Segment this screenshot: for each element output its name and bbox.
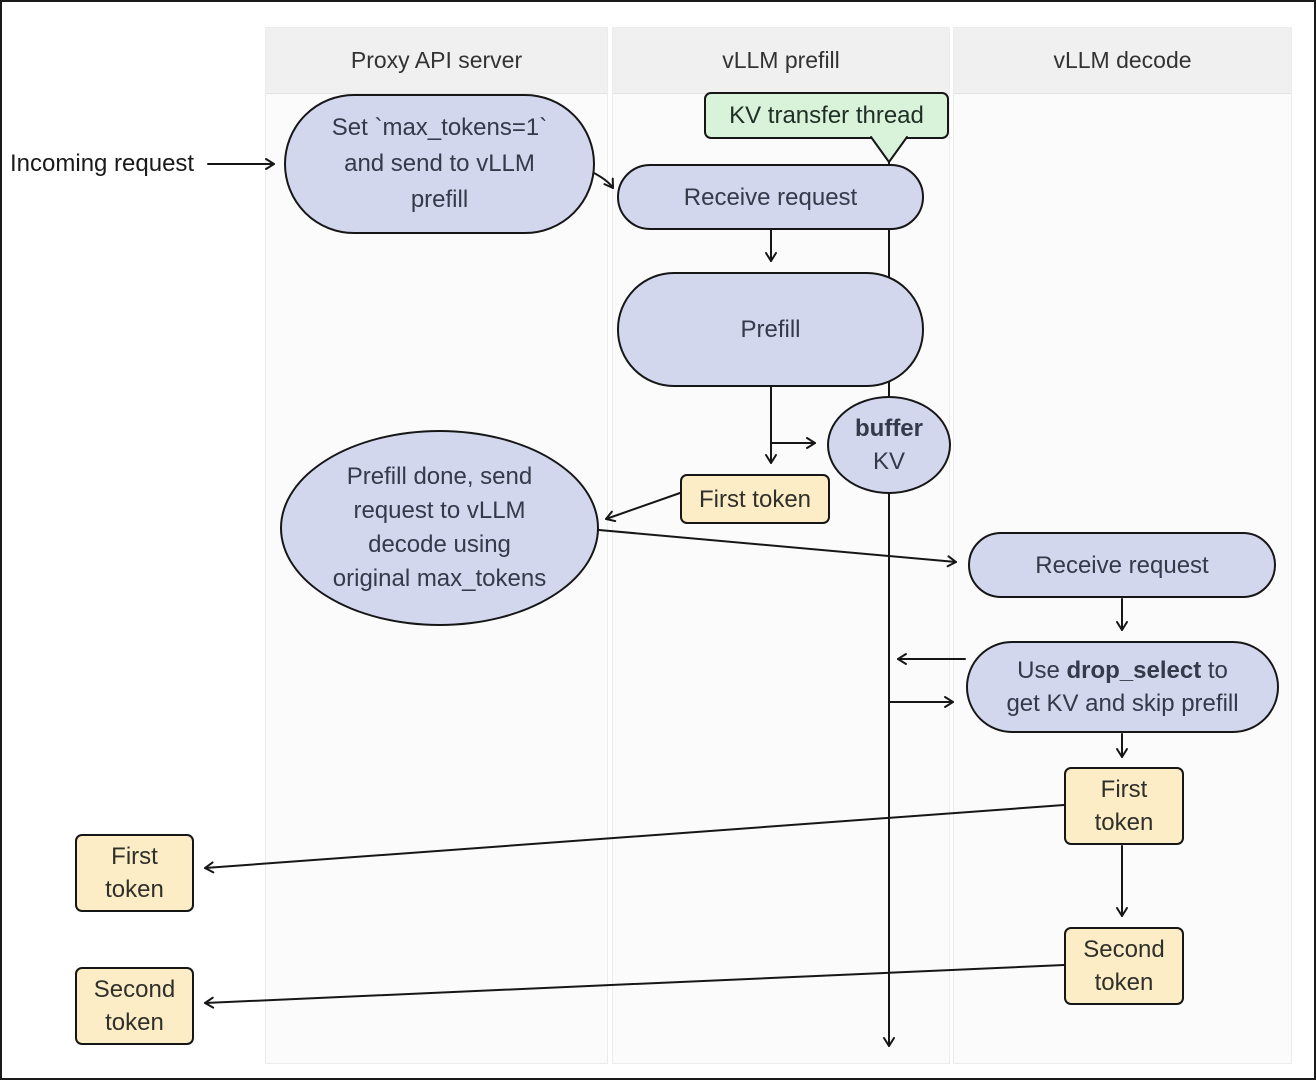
node-buffer-kv: buffer KV [827,396,951,494]
node-line: request to vLLM [353,497,526,524]
node-line: First [1100,776,1148,803]
node-line-bold: buffer [855,415,923,442]
node-line: original max_tokens [332,565,547,592]
arrow-first-token-to-prefill-done [605,492,681,523]
node-line: token [105,1009,164,1036]
node-line: KV [872,448,905,475]
node-receive-request-prefill: Receive request [617,164,924,230]
node-set-max-tokens: Set `max_tokens=1` and send to vLLM pref… [284,94,595,234]
column-header-proxy: Proxy API server [266,28,607,94]
node-second-token-decode: Second token [1064,927,1184,1005]
incoming-request-label: Incoming request [10,150,195,177]
node-line: Set `max_tokens=1` [331,114,548,141]
arrow-prefill-done-to-decode-receive [598,529,957,568]
node-text-post: to [1201,657,1228,684]
node-line: Second [1083,936,1165,963]
node-label: KV transfer thread [729,102,924,129]
node-text-pre: Use [1017,657,1067,684]
node-first-token-decode: First token [1064,767,1184,845]
arrow-second-token-to-proxy-out [204,964,1065,1009]
node-label: Receive request [683,183,858,211]
node-line: decode using [368,531,511,558]
node-line: token [105,876,164,903]
node-label: First token [698,485,812,513]
node-line: First [111,843,158,870]
column-title: vLLM decode [1053,47,1192,73]
node-label: Prefill [740,316,801,343]
node-line: Use drop_select to [1017,654,1228,687]
node-first-token-prefill: First token [680,474,830,524]
node-kv-transfer-thread: KV transfer thread [704,92,949,139]
node-label: Receive request [1035,551,1209,579]
node-receive-request-decode: Receive request [968,532,1276,598]
arrow-first-token-to-proxy-out [204,804,1065,874]
node-line: get KV and skip prefill [1006,690,1239,717]
node-line: token [1094,809,1154,836]
node-line: and send to vLLM [344,150,535,177]
node-line: token [1094,969,1154,996]
column-title: vLLM prefill [722,47,840,73]
node-prefill-done: Prefill done, send request to vLLM decod… [280,430,599,626]
node-second-token-output: Second token [75,967,194,1045]
node-line: Prefill done, send [346,463,533,490]
node-text-bold: drop_select [1066,657,1202,684]
node-prefill: Prefill [617,272,924,387]
arrow-proxy-to-prefill-receive [591,171,614,189]
column-title: Proxy API server [350,47,523,73]
column-header-decode: vLLM decode [954,28,1291,94]
node-line: Second [93,976,176,1003]
node-drop-select: Use drop_select to get KV and skip prefi… [966,641,1279,733]
node-first-token-output: First token [75,834,194,912]
node-line: prefill [410,186,469,213]
